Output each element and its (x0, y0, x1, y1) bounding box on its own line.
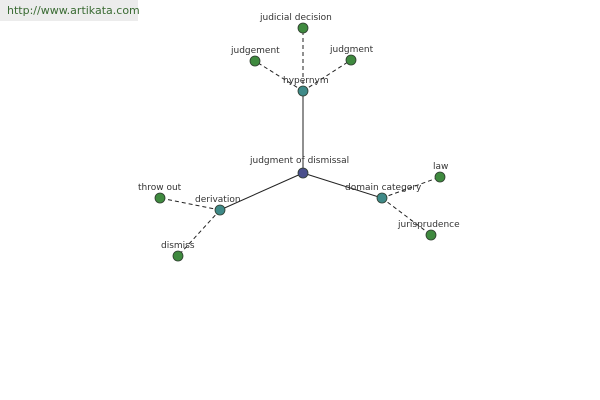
label-jurisprudence[interactable]: jurisprudence (397, 220, 460, 230)
node-throw-out[interactable] (154, 192, 166, 204)
node-derivation[interactable] (214, 204, 226, 216)
node-judgment[interactable] (345, 54, 357, 66)
node-hypernym[interactable] (297, 85, 309, 97)
node-root[interactable] (297, 167, 309, 179)
label-domain-category[interactable]: domain category (345, 183, 422, 193)
node-judicial-decision[interactable] (297, 22, 309, 34)
node-dismiss[interactable] (172, 250, 184, 262)
edges-layer (159, 28, 441, 257)
labels-layer: judgment of dismissal hypernym judicial de… (138, 13, 460, 251)
edge-root-domain-category (302, 172, 383, 199)
label-derivation[interactable]: derivation (195, 195, 241, 205)
edge-root-derivation (219, 172, 304, 211)
edge-hypernym-judgement (254, 60, 304, 92)
node-judgement[interactable] (249, 55, 261, 67)
label-judicial-decision[interactable]: judicial decision (259, 13, 332, 23)
node-jurisprudence[interactable] (425, 229, 437, 241)
label-dismiss[interactable]: dismiss (161, 241, 195, 251)
edge-derivation-dismiss (177, 209, 221, 257)
label-law[interactable]: law (433, 162, 448, 172)
edge-hypernym-judgment (302, 59, 352, 92)
nodes-layer (154, 22, 446, 262)
label-root[interactable]: judgment of dismissal (249, 156, 349, 166)
label-judgement[interactable]: judgement (230, 46, 280, 56)
site-url-link[interactable]: http://www.artikata.com (0, 0, 140, 21)
label-judgment[interactable]: judgment (329, 45, 374, 55)
edge-domain-category-jurisprudence (381, 197, 432, 236)
edge-domain-category-law (381, 176, 441, 199)
edge-derivation-throw-out (159, 197, 221, 211)
label-throw-out[interactable]: throw out (138, 183, 182, 193)
node-law[interactable] (434, 171, 446, 183)
label-hypernym[interactable]: hypernym (283, 76, 329, 86)
node-domain-category[interactable] (376, 192, 388, 204)
